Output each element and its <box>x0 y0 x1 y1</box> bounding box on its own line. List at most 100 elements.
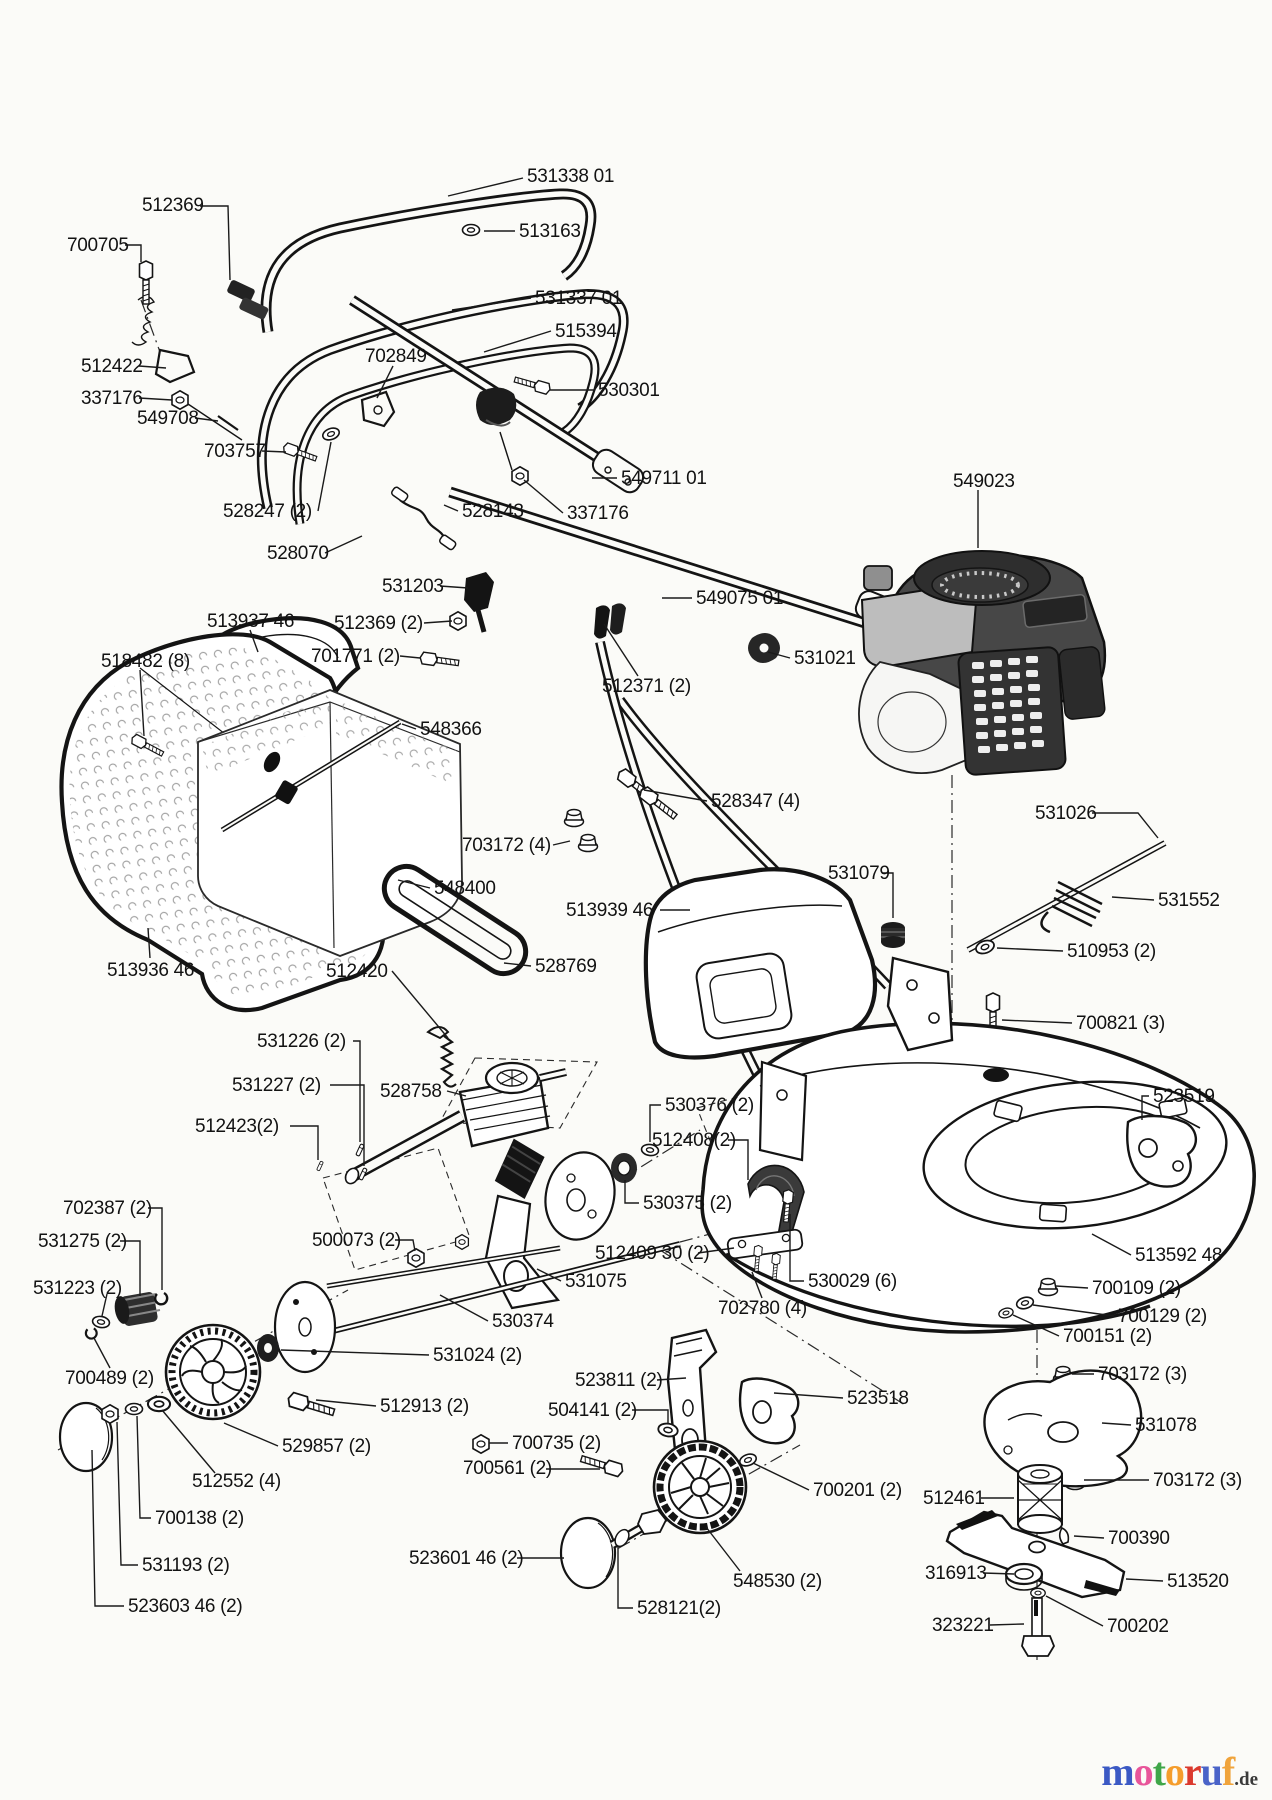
leader-line <box>125 244 142 262</box>
leader-line <box>773 1392 844 1399</box>
handle-tube-upper-right <box>349 295 645 494</box>
leader-line <box>989 1623 1025 1626</box>
part-number-label: 529857 (2) <box>282 1436 371 1457</box>
part-number-label: 337176 <box>81 388 143 409</box>
pin-531226 <box>355 1143 365 1157</box>
leader-line <box>447 177 524 197</box>
throttle-lever-515394 <box>476 387 517 471</box>
deck-handle-bracket <box>886 956 954 1052</box>
bag-rod-548366 <box>220 719 402 833</box>
drive-disc <box>544 1151 616 1241</box>
leader-line <box>624 1180 639 1204</box>
part-number-label: 531075 <box>565 1271 627 1292</box>
part-number-label: 700735 (2) <box>512 1433 601 1454</box>
leader-line <box>136 1415 151 1519</box>
part-number-label: 531203 <box>382 576 444 597</box>
nut-512369 <box>449 610 467 632</box>
leader-line <box>324 535 363 554</box>
nut-337176 <box>171 389 189 411</box>
part-number-label: 700821 (3) <box>1076 1013 1165 1034</box>
part-number-label: 700138 (2) <box>155 1508 244 1529</box>
part-number-label: 316913 <box>925 1563 987 1584</box>
bolt-700561 <box>578 1451 626 1479</box>
part-number-label: 510953 (2) <box>1067 941 1156 962</box>
washer-528247 <box>320 425 342 443</box>
part-number-label: 530376 (2) <box>665 1095 754 1116</box>
leader-line <box>261 450 287 453</box>
leader-line <box>503 962 532 967</box>
washer-510953 <box>973 937 997 957</box>
wheel-disc-523601 <box>559 1516 617 1590</box>
clip-512371 <box>594 603 626 639</box>
grommet-531021 <box>748 633 780 663</box>
washer-700138 <box>124 1402 144 1416</box>
part-number-label: 523601 46 (2) <box>409 1548 523 1569</box>
washer-700202 <box>1030 1587 1046 1599</box>
part-number-label: 512369 <box>142 195 204 216</box>
part-number-label: 531079 <box>828 863 890 884</box>
part-number-label: 530029 (6) <box>808 1271 897 1292</box>
part-number-label: 523518 <box>847 1388 909 1409</box>
leader-line <box>423 620 453 624</box>
blade-adapter-512461 <box>1017 1464 1063 1534</box>
leader-line <box>767 651 791 659</box>
part-number-label: 512461 <box>923 1488 985 1509</box>
logo-letter: f <box>1221 1749 1235 1794</box>
part-number-label: 512552 (4) <box>192 1471 281 1492</box>
part-number-label: 530375 (2) <box>643 1193 732 1214</box>
part-number-label: 515394 <box>555 321 617 342</box>
part-number-label: 512422 <box>81 356 143 377</box>
part-number-label: 531026 <box>1035 803 1097 824</box>
motoruf-logo[interactable]: motoruf.de <box>1101 1752 1258 1792</box>
logo-word: motoruf <box>1101 1749 1235 1794</box>
leader-line <box>353 1040 361 1142</box>
nut-703172 <box>563 808 585 828</box>
leader-line <box>200 205 231 281</box>
leader-line <box>93 1337 111 1369</box>
leader-line <box>399 655 421 659</box>
leader-line <box>101 1293 108 1317</box>
leader-line <box>147 927 151 959</box>
leader-line <box>728 1139 749 1180</box>
part-number-label: 700390 <box>1108 1528 1170 1549</box>
washer-513163 <box>461 223 481 237</box>
pin-700390 <box>1058 1526 1070 1545</box>
part-number-label: 702387 (2) <box>63 1198 152 1219</box>
part-number-label: 700202 <box>1107 1616 1169 1637</box>
part-number-label: 528121(2) <box>637 1598 721 1619</box>
part-number-label: 513520 <box>1167 1571 1229 1592</box>
part-number-label: 548400 <box>434 878 496 899</box>
part-number-label: 512913 (2) <box>380 1396 469 1417</box>
hubcap-523603 <box>58 1401 114 1473</box>
leader-line <box>523 479 564 514</box>
leader-line <box>223 1422 279 1447</box>
bearing-512552 <box>146 1395 172 1413</box>
part-number-label: 523519 <box>1153 1086 1215 1107</box>
drive-pinion-531275 <box>114 1292 161 1326</box>
deck-front-bracket <box>758 1060 808 1162</box>
leader-line <box>1012 1314 1060 1337</box>
nut-700735 <box>472 1434 490 1454</box>
leader-line <box>1045 1595 1104 1627</box>
lower-handle-bar <box>256 288 629 525</box>
nut-531193 <box>101 1404 119 1424</box>
leader-line <box>330 1084 365 1166</box>
nut-500073 <box>407 1248 425 1268</box>
part-number-label: 528143 <box>462 501 524 522</box>
leader-line <box>138 365 167 369</box>
part-number-label: 512420 <box>326 961 388 982</box>
shoulder-bolt-528121 <box>609 1508 668 1549</box>
part-number-label: 531193 (2) <box>142 1555 230 1576</box>
logo-letter: r <box>1183 1749 1202 1794</box>
part-number-label: 700109 (2) <box>1092 1278 1181 1299</box>
part-number-label: 703172 (3) <box>1153 1470 1242 1491</box>
part-number-label: 323221 <box>932 1615 994 1636</box>
leader-line <box>996 947 1064 952</box>
bolt-701771 <box>418 651 461 670</box>
bolt-512913 <box>285 1390 337 1421</box>
leader-line <box>752 1462 810 1491</box>
part-number-label: 701771 (2) <box>311 646 400 667</box>
part-number-label: 512371 (2) <box>602 676 691 697</box>
engine-549023 <box>858 550 1107 776</box>
